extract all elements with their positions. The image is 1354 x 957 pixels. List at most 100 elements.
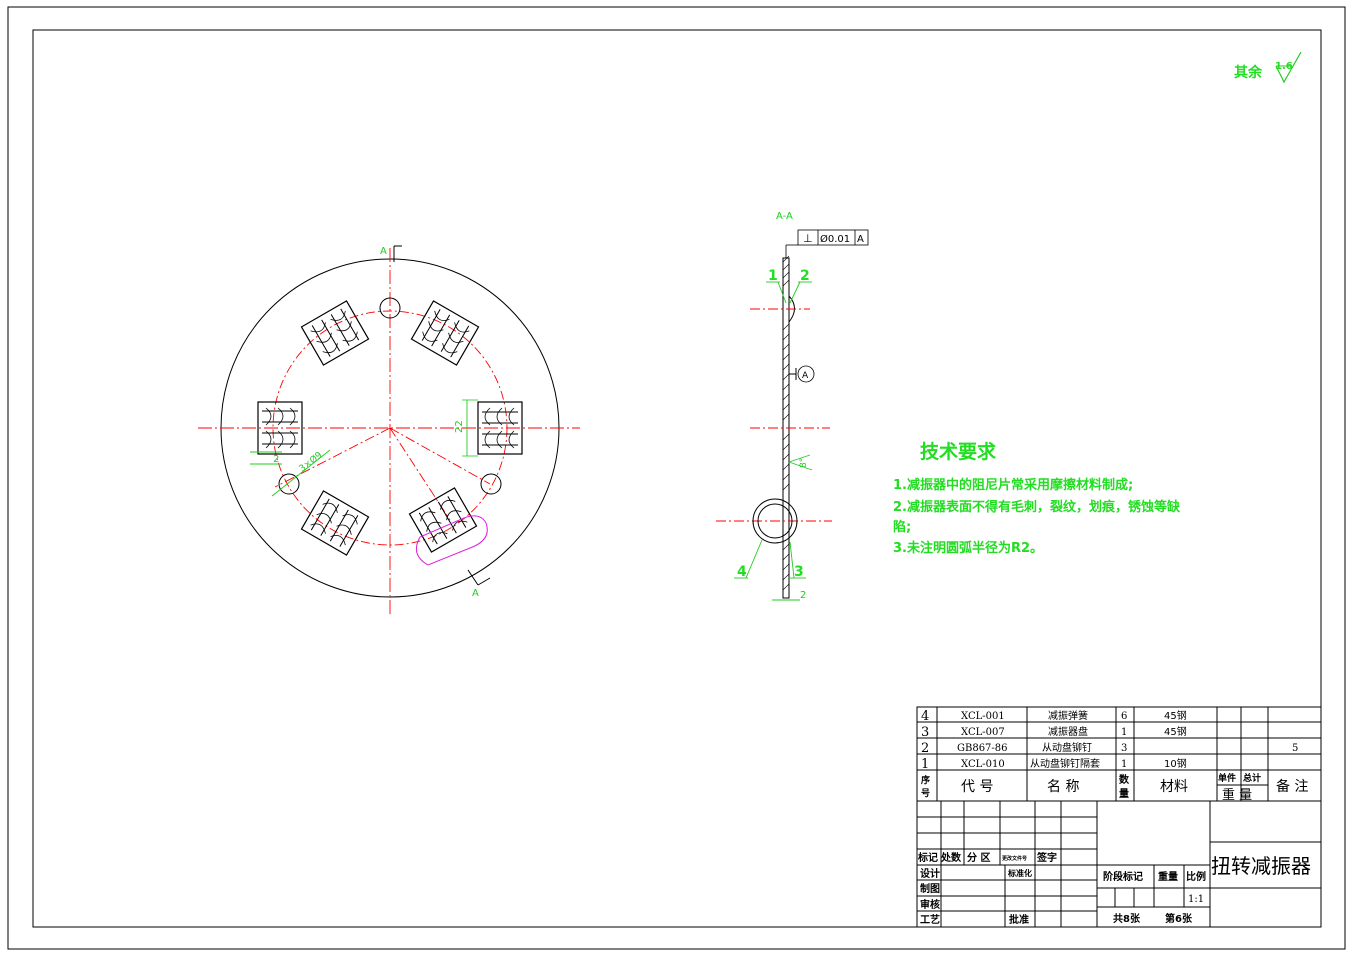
- svg-text:从动盘铆钉隔套: 从动盘铆钉隔套: [1030, 757, 1100, 770]
- roughness-label: 其余: [1234, 64, 1263, 81]
- svg-text:制图: 制图: [920, 882, 940, 895]
- section-view: A-A ⊥ Ø0.01 A A: [716, 211, 869, 601]
- svg-text:陷;: 陷;: [893, 519, 911, 535]
- svg-text:号: 号: [921, 788, 930, 799]
- svg-text:名 称: 名 称: [1047, 779, 1079, 795]
- svg-text:标记: 标记: [917, 851, 938, 864]
- svg-text:阶段标记: 阶段标记: [1103, 870, 1143, 883]
- svg-text:4: 4: [737, 564, 747, 580]
- svg-text:45钢: 45钢: [1164, 709, 1187, 722]
- svg-text:3.未注明圆弧半径为R2。: 3.未注明圆弧半径为R2。: [893, 540, 1043, 556]
- svg-text:签字: 签字: [1036, 851, 1057, 864]
- svg-text:3: 3: [921, 725, 929, 740]
- svg-text:A: A: [857, 234, 864, 245]
- svg-text:设计: 设计: [920, 867, 940, 880]
- svg-text:总计: 总计: [1243, 772, 1261, 784]
- svg-text:3: 3: [1121, 743, 1127, 754]
- svg-text:5: 5: [1292, 743, 1298, 754]
- svg-text:标准化: 标准化: [1007, 868, 1032, 878]
- svg-text:2: 2: [800, 590, 806, 601]
- svg-text:比例: 比例: [1186, 870, 1206, 883]
- svg-text:第6张: 第6张: [1165, 912, 1193, 925]
- highlight-outline: [415, 515, 488, 566]
- section-label: A-A: [776, 211, 793, 222]
- title-block: [916, 800, 1322, 928]
- svg-text:1: 1: [1121, 759, 1127, 770]
- svg-text:减振弹簧: 减振弹簧: [1048, 709, 1088, 722]
- svg-text:45钢: 45钢: [1164, 725, 1187, 738]
- svg-text:量: 量: [1119, 787, 1129, 800]
- svg-text:重量: 重量: [1158, 870, 1178, 883]
- svg-text:代 号: 代 号: [961, 779, 993, 795]
- tech-title: 技术要求: [920, 440, 997, 463]
- callout-1: 1: [766, 268, 787, 304]
- bom-rows: 4 XCL-001 减振弹簧 6 45钢 3 XCL-007 减振器盘 1 45…: [921, 709, 1298, 772]
- svg-text:Ø0.01: Ø0.01: [820, 233, 850, 245]
- svg-text:2: 2: [800, 268, 810, 284]
- dim-angle: 8°: [788, 454, 813, 471]
- callout-2: 2: [789, 268, 812, 304]
- svg-text:4: 4: [921, 709, 929, 724]
- svg-text:数: 数: [1119, 773, 1130, 786]
- roughness-symbol: 其余 1.6: [1234, 51, 1302, 84]
- svg-text:批准: 批准: [1009, 913, 1029, 926]
- inner-frame: [32, 29, 1322, 928]
- svg-text:2: 2: [273, 454, 279, 465]
- svg-text:22: 22: [454, 420, 465, 433]
- table-row: 3 XCL-007 减振器盘 1 45钢: [921, 725, 1187, 740]
- svg-text:单件: 单件: [1218, 772, 1236, 784]
- roughness-value: 1.6: [1275, 61, 1293, 72]
- svg-text:8°: 8°: [799, 458, 809, 468]
- tolerance-frame: ⊥ Ø0.01 A: [785, 229, 869, 258]
- svg-text:1: 1: [768, 268, 778, 284]
- svg-text:XCL-001: XCL-001: [961, 711, 1005, 722]
- svg-text:序: 序: [921, 774, 930, 786]
- svg-text:10钢: 10钢: [1164, 757, 1187, 770]
- datum-symbol: A: [789, 365, 815, 383]
- svg-text:A: A: [472, 588, 479, 599]
- spring-window: [300, 490, 370, 556]
- spring-window: [257, 401, 303, 455]
- svg-text:1:1: 1:1: [1188, 894, 1204, 905]
- svg-text:处数: 处数: [940, 851, 962, 864]
- svg-text:A: A: [380, 246, 387, 257]
- svg-text:从动盘铆钉: 从动盘铆钉: [1042, 741, 1092, 754]
- svg-text:⊥: ⊥: [803, 232, 813, 245]
- svg-text:2.减振器表面不得有毛刺，裂纹，划痕，锈蚀等缺: 2.减振器表面不得有毛刺，裂纹，划痕，锈蚀等缺: [893, 499, 1181, 515]
- svg-text:A: A: [802, 371, 809, 381]
- title-block-text: 标记 处数 分 区 更改文件号 签字 设计 标准化 制图 审核 工艺 批准 阶段…: [917, 851, 1311, 926]
- spring-window: [477, 401, 523, 455]
- callout-4: 4: [734, 539, 763, 580]
- svg-text:工艺: 工艺: [920, 913, 940, 926]
- section-mark-top: A: [380, 245, 402, 262]
- front-view: A A 3×Ø9 22 2: [198, 245, 580, 615]
- table-row: 1 XCL-010 从动盘铆钉隔套 1 10钢: [921, 757, 1187, 772]
- svg-text:2: 2: [921, 741, 929, 756]
- svg-text:GB867-86: GB867-86: [957, 743, 1008, 754]
- bom-header: 序 号 代 号 名 称 数 量 材料 单件 总计 重 量 备 注: [921, 772, 1308, 803]
- svg-text:共8张: 共8张: [1113, 912, 1141, 925]
- callout-3: 3: [789, 541, 806, 580]
- spring-window: [300, 300, 370, 366]
- tech-requirements: 技术要求 1.减振器中的阻尼片常采用摩擦材料制成; 2.减振器表面不得有毛刺，裂…: [893, 440, 1181, 556]
- svg-text:3: 3: [794, 564, 804, 580]
- table-row: 4 XCL-001 减振弹簧 6 45钢: [921, 709, 1187, 724]
- drawing-title: 扭转减振器: [1211, 854, 1311, 878]
- svg-text:1: 1: [921, 757, 929, 772]
- dim-width: 22: [454, 399, 478, 457]
- svg-text:分 区: 分 区: [967, 851, 990, 864]
- dim-gap: 2: [250, 451, 282, 465]
- outer-frame: [7, 6, 1346, 950]
- section-mark-bottom: A: [467, 569, 491, 599]
- svg-text:1.减振器中的阻尼片常采用摩擦材料制成;: 1.减振器中的阻尼片常采用摩擦材料制成;: [893, 477, 1133, 493]
- svg-text:备 注: 备 注: [1276, 778, 1308, 795]
- svg-text:审核: 审核: [920, 898, 940, 911]
- svg-text:XCL-010: XCL-010: [961, 759, 1005, 770]
- spring-window: [410, 300, 480, 366]
- svg-text:更改文件号: 更改文件号: [1002, 855, 1027, 862]
- svg-text:重 量: 重 量: [1222, 787, 1252, 803]
- svg-text:XCL-007: XCL-007: [961, 727, 1005, 738]
- spring-window: [408, 487, 478, 553]
- svg-text:材料: 材料: [1160, 779, 1188, 795]
